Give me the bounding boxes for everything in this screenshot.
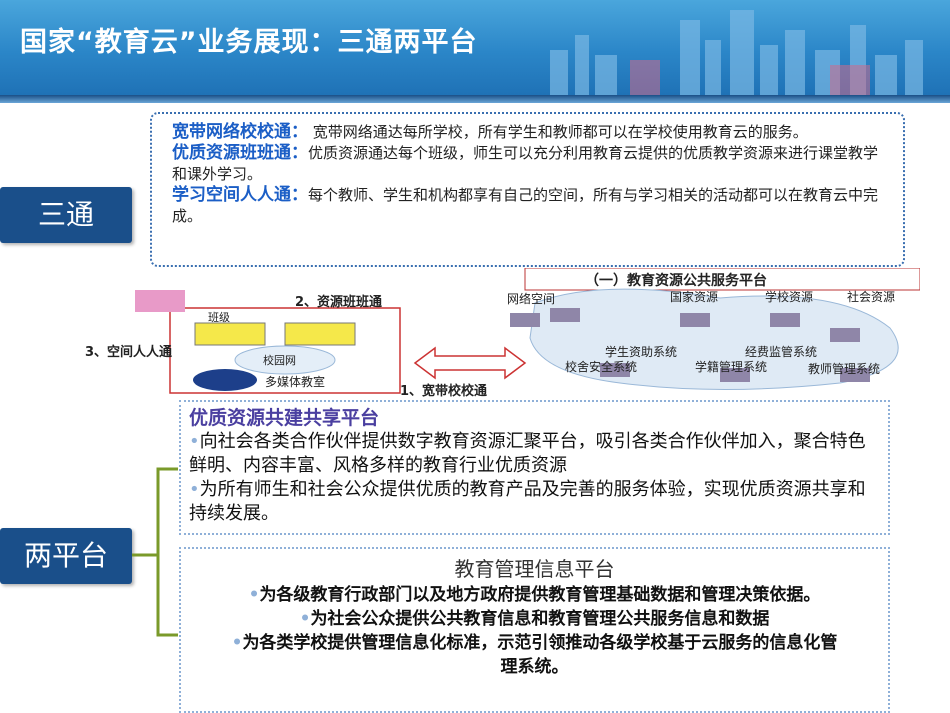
fund-monitor-label: 经费监管系统 [745,344,817,359]
santong-item-resource: 优质资源班班通：优质资源通达每个班级，师生可以充分利用教育云提供的优质教学资源来… [172,143,885,185]
teacher-manage-label: 教师管理系统 [808,361,880,376]
school-resource-label: 学校资源 [765,289,813,304]
broadband-school-label: 1、宽带校校通 [400,383,487,399]
campus-network-label: 校园网 [263,353,296,367]
header-divider [0,95,950,103]
school-building-icon [135,290,185,312]
platform1-title: 优质资源共建共享平台 [189,406,878,430]
tag-santong: 三通 [0,187,132,243]
platform1-item: •向社会各类合作伙伴提供数字教育资源汇聚平台，吸引各类合作伙伴加入，聚合特色鲜明… [189,430,878,478]
class-label: 班级 [208,311,230,324]
multimedia-room-label: 多媒体教室 [265,374,325,389]
student-aid-label: 学生资助系统 [605,344,677,359]
national-resource-label: 国家资源 [670,289,718,304]
double-arrow-icon [415,348,525,378]
resource-sharing-platform-box: 优质资源共建共享平台 •向社会各类合作伙伴提供数字教育资源汇聚平台，吸引各类合作… [179,400,890,535]
city-skyline-illustration [530,0,950,95]
platform2-item: •为社会公众提供公共教育信息和教育管理公共服务信息和数据 [181,607,888,631]
bracket-connector-icon [130,467,180,637]
platform2-item: •为各级教育行政部门以及地方政府提供教育管理基础数据和管理决策依据。 [181,583,888,607]
platform-title-label: （一）教育资源公共服务平台 [585,272,767,289]
management-info-platform-box: 教育管理信息平台 •为各级教育行政部门以及地方政府提供教育管理基础数据和管理决策… [179,547,890,713]
santong-item-space: 学习空间人人通：每个教师、学生和机构都享有自己的空间，所有与学习相关的活动都可以… [172,185,885,227]
platform2-title: 教育管理信息平台 [181,555,888,583]
santong-description-box: 宽带网络校校通： 宽带网络通达每所学校，所有学生和教师都可以在学校使用教育云的服… [150,112,905,267]
page-title: 国家“教育云”业务展现：三通两平台 [20,20,478,59]
platform2-item: •为各类学校提供管理信息化标准，示范引领推动各级学校基于云服务的信息化管理系统。 [181,631,888,679]
space-everyone-label: 3、空间人人通 [85,344,172,360]
student-status-label: 学籍管理系统 [695,359,767,374]
architecture-diagram: （一）教育资源公共服务平台 网络空间 国家资源 学校资源 社会资源 学生资助系统… [80,268,920,403]
resource-class-label: 2、资源班班通 [295,294,382,310]
social-resource-label: 社会资源 [847,289,895,304]
network-space-label: 网络空间 [507,291,555,306]
school-safety-label: 校舍安全系统 [565,359,637,374]
header-banner: 国家“教育云”业务展现：三通两平台 [0,0,950,95]
platform1-item: •为所有师生和社会公众提供优质的教育产品及完善的服务体验，实现优质资源共享和持续… [189,478,878,526]
santong-item-broadband: 宽带网络校校通： 宽带网络通达每所学校，所有学生和教师都可以在学校使用教育云的服… [172,122,885,143]
tag-liangpingtai: 两平台 [0,528,132,584]
